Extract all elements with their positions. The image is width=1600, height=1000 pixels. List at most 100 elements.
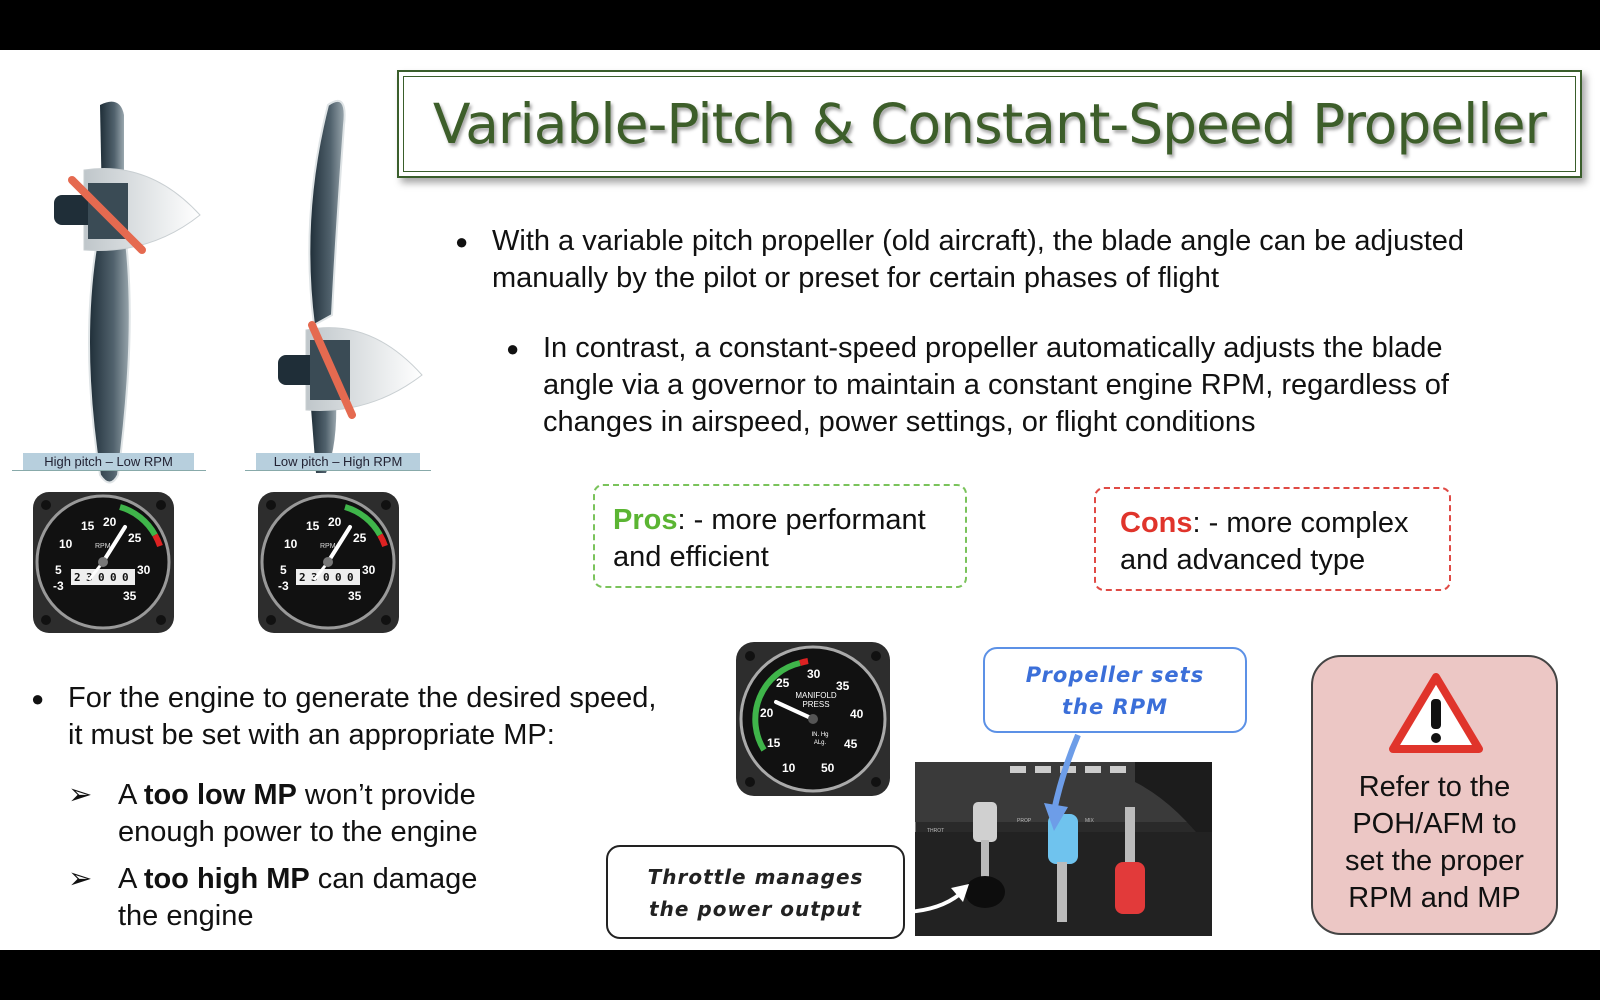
warning-line: set the proper — [1345, 845, 1524, 877]
item-text: won’t provide — [296, 779, 476, 811]
warning-line: POH/AFM to — [1352, 808, 1517, 840]
tick-label: 10 — [59, 537, 73, 551]
tick-label: 5 — [55, 563, 62, 577]
bullet-line: it must be set with an appropriate MP: — [68, 719, 555, 751]
propeller-arrow-icon — [1044, 733, 1081, 831]
callout-line: Throttle manages — [647, 865, 864, 889]
low-pitch-propeller-illustration — [278, 100, 423, 473]
bullet-dot: ● — [506, 336, 520, 361]
cons-keyword: Cons — [1120, 507, 1193, 539]
tick-label: 45 — [844, 737, 858, 751]
item-text: A — [118, 779, 144, 811]
counter-digit: 0 — [98, 571, 105, 584]
svg-text:PROP: PROP — [1017, 818, 1032, 824]
bullet-line: changes in airspeed, power settings, or … — [543, 406, 1256, 438]
tick-label: 10 — [782, 761, 796, 775]
tick-label: 40 — [850, 707, 864, 721]
throttle-arrow-icon — [906, 884, 969, 914]
tick-label: 30 — [807, 667, 821, 681]
svg-text:MIX: MIX — [1085, 818, 1095, 824]
tick-label: 15 — [81, 519, 95, 533]
tick-label: -3 — [53, 579, 64, 593]
bullet-manifold-pressure: ● For the engine to generate the desired… — [31, 680, 657, 754]
high-pitch-label: High pitch – Low RPM — [23, 453, 194, 470]
warning-icon — [1389, 673, 1483, 753]
bullet-variable-pitch: ● With a variable pitch propeller (old a… — [455, 223, 1464, 297]
tick-label: 10 — [284, 537, 298, 551]
warning-box: Refer to the POH/AFM to set the proper R… — [1311, 655, 1558, 935]
tick-label: 25 — [353, 531, 367, 545]
gauge-unit-label: RPM — [95, 543, 111, 550]
tick-label: 25 — [776, 676, 790, 690]
callout-line: the RPM — [1061, 695, 1168, 719]
warning-line: RPM and MP — [1348, 882, 1521, 914]
item-bold-text: too low MP — [143, 779, 297, 811]
pros-box: Pros: - more performant and efficient — [593, 484, 967, 588]
divider-line — [12, 470, 206, 471]
mp-list: ➢ A too low MP won’t provide enough powe… — [68, 777, 478, 945]
warning-line: Refer to the — [1358, 771, 1511, 803]
counter-digit: 0 — [122, 571, 129, 584]
tachometer-left: 15 20 25 10 5 -3 30 35 RPM 2 3 0 0 0 — [33, 492, 174, 633]
slide: High pitch – Low RPM Low pitch – High RP… — [0, 50, 1600, 950]
pros-line: Pros: - more performant — [613, 502, 947, 539]
page-title: Variable-Pitch & Constant-Speed Propelle… — [432, 92, 1547, 156]
item-bold-text: too high MP — [143, 863, 310, 895]
bullet-line: In contrast, a constant-speed propeller … — [543, 332, 1443, 364]
tick-label: 15 — [767, 736, 781, 750]
tick-label: 30 — [362, 563, 376, 577]
cons-box: Cons: - more complex and advanced type — [1094, 487, 1451, 591]
tick-label: 50 — [821, 761, 835, 775]
propeller-callout: Propeller sets the RPM — [983, 647, 1247, 733]
tick-label: 15 — [306, 519, 320, 533]
counter-digit: 0 — [323, 571, 330, 584]
list-item: ➢ A too high MP can damage the engine — [68, 861, 478, 935]
gauge-unit-label: RPM — [320, 543, 336, 550]
item-text-line-2: the engine — [118, 900, 254, 932]
pros-line-2: and efficient — [613, 541, 769, 573]
throttle-callout: Throttle manages the power output — [606, 845, 905, 939]
counter-digit: 2 — [299, 571, 306, 584]
manifold-pressure-gauge: 10 15 20 25 30 35 40 45 50 MANIFOLD PRES… — [736, 642, 890, 796]
cons-line-2: and advanced type — [1120, 544, 1366, 576]
tick-label: 25 — [128, 531, 142, 545]
pros-text: : - more performant — [677, 504, 926, 536]
item-text: A — [118, 863, 144, 895]
tachometer-right: 15 20 25 10 5 -3 30 35 RPM 2 3 0 0 0 — [258, 492, 399, 633]
tick-label: 20 — [760, 706, 774, 720]
counter-digit: 0 — [347, 571, 354, 584]
tick-label: 20 — [103, 515, 117, 529]
low-pitch-label: Low pitch – High RPM — [256, 453, 420, 470]
tick-label: -3 — [278, 579, 289, 593]
bullet-dot: ● — [455, 229, 469, 254]
callout-line: the power output — [649, 897, 862, 921]
divider-line — [245, 470, 431, 471]
tick-label: 35 — [348, 589, 362, 603]
bullet-line: For the engine to generate the desired s… — [68, 682, 657, 714]
gauge-unit: ALg. — [814, 740, 827, 746]
high-pitch-propeller-illustration — [54, 101, 201, 484]
tick-label: 5 — [280, 563, 287, 577]
tick-label: 35 — [123, 589, 137, 603]
gauge-title: PRESS — [802, 700, 829, 709]
arrow-bullet-icon: ➢ — [68, 779, 93, 811]
pros-keyword: Pros — [613, 504, 678, 536]
bullet-line: manually by the pilot or preset for cert… — [492, 262, 1219, 294]
counter-digit: 0 — [335, 571, 342, 584]
cons-text: : - more complex — [1192, 507, 1409, 539]
title-box: Variable-Pitch & Constant-Speed Propelle… — [397, 70, 1582, 178]
tick-label: 20 — [328, 515, 342, 529]
item-text-line-2: enough power to the engine — [118, 816, 478, 848]
counter-digit: 2 — [74, 571, 81, 584]
warning-text: Refer to the POH/AFM to set the proper R… — [1313, 769, 1556, 917]
bullet-line: angle via a governor to maintain a const… — [543, 369, 1449, 401]
bullet-dot: ● — [31, 686, 45, 711]
tick-label: 35 — [836, 679, 850, 693]
cons-line: Cons: - more complex — [1120, 505, 1425, 542]
arrow-bullet-icon: ➢ — [68, 863, 93, 895]
item-text: can damage — [309, 863, 478, 895]
callout-line: Propeller sets — [1025, 663, 1205, 687]
gauge-unit: IN. Hg — [811, 732, 828, 738]
gauge-title: MANIFOLD — [795, 691, 837, 700]
tick-label: 30 — [137, 563, 151, 577]
